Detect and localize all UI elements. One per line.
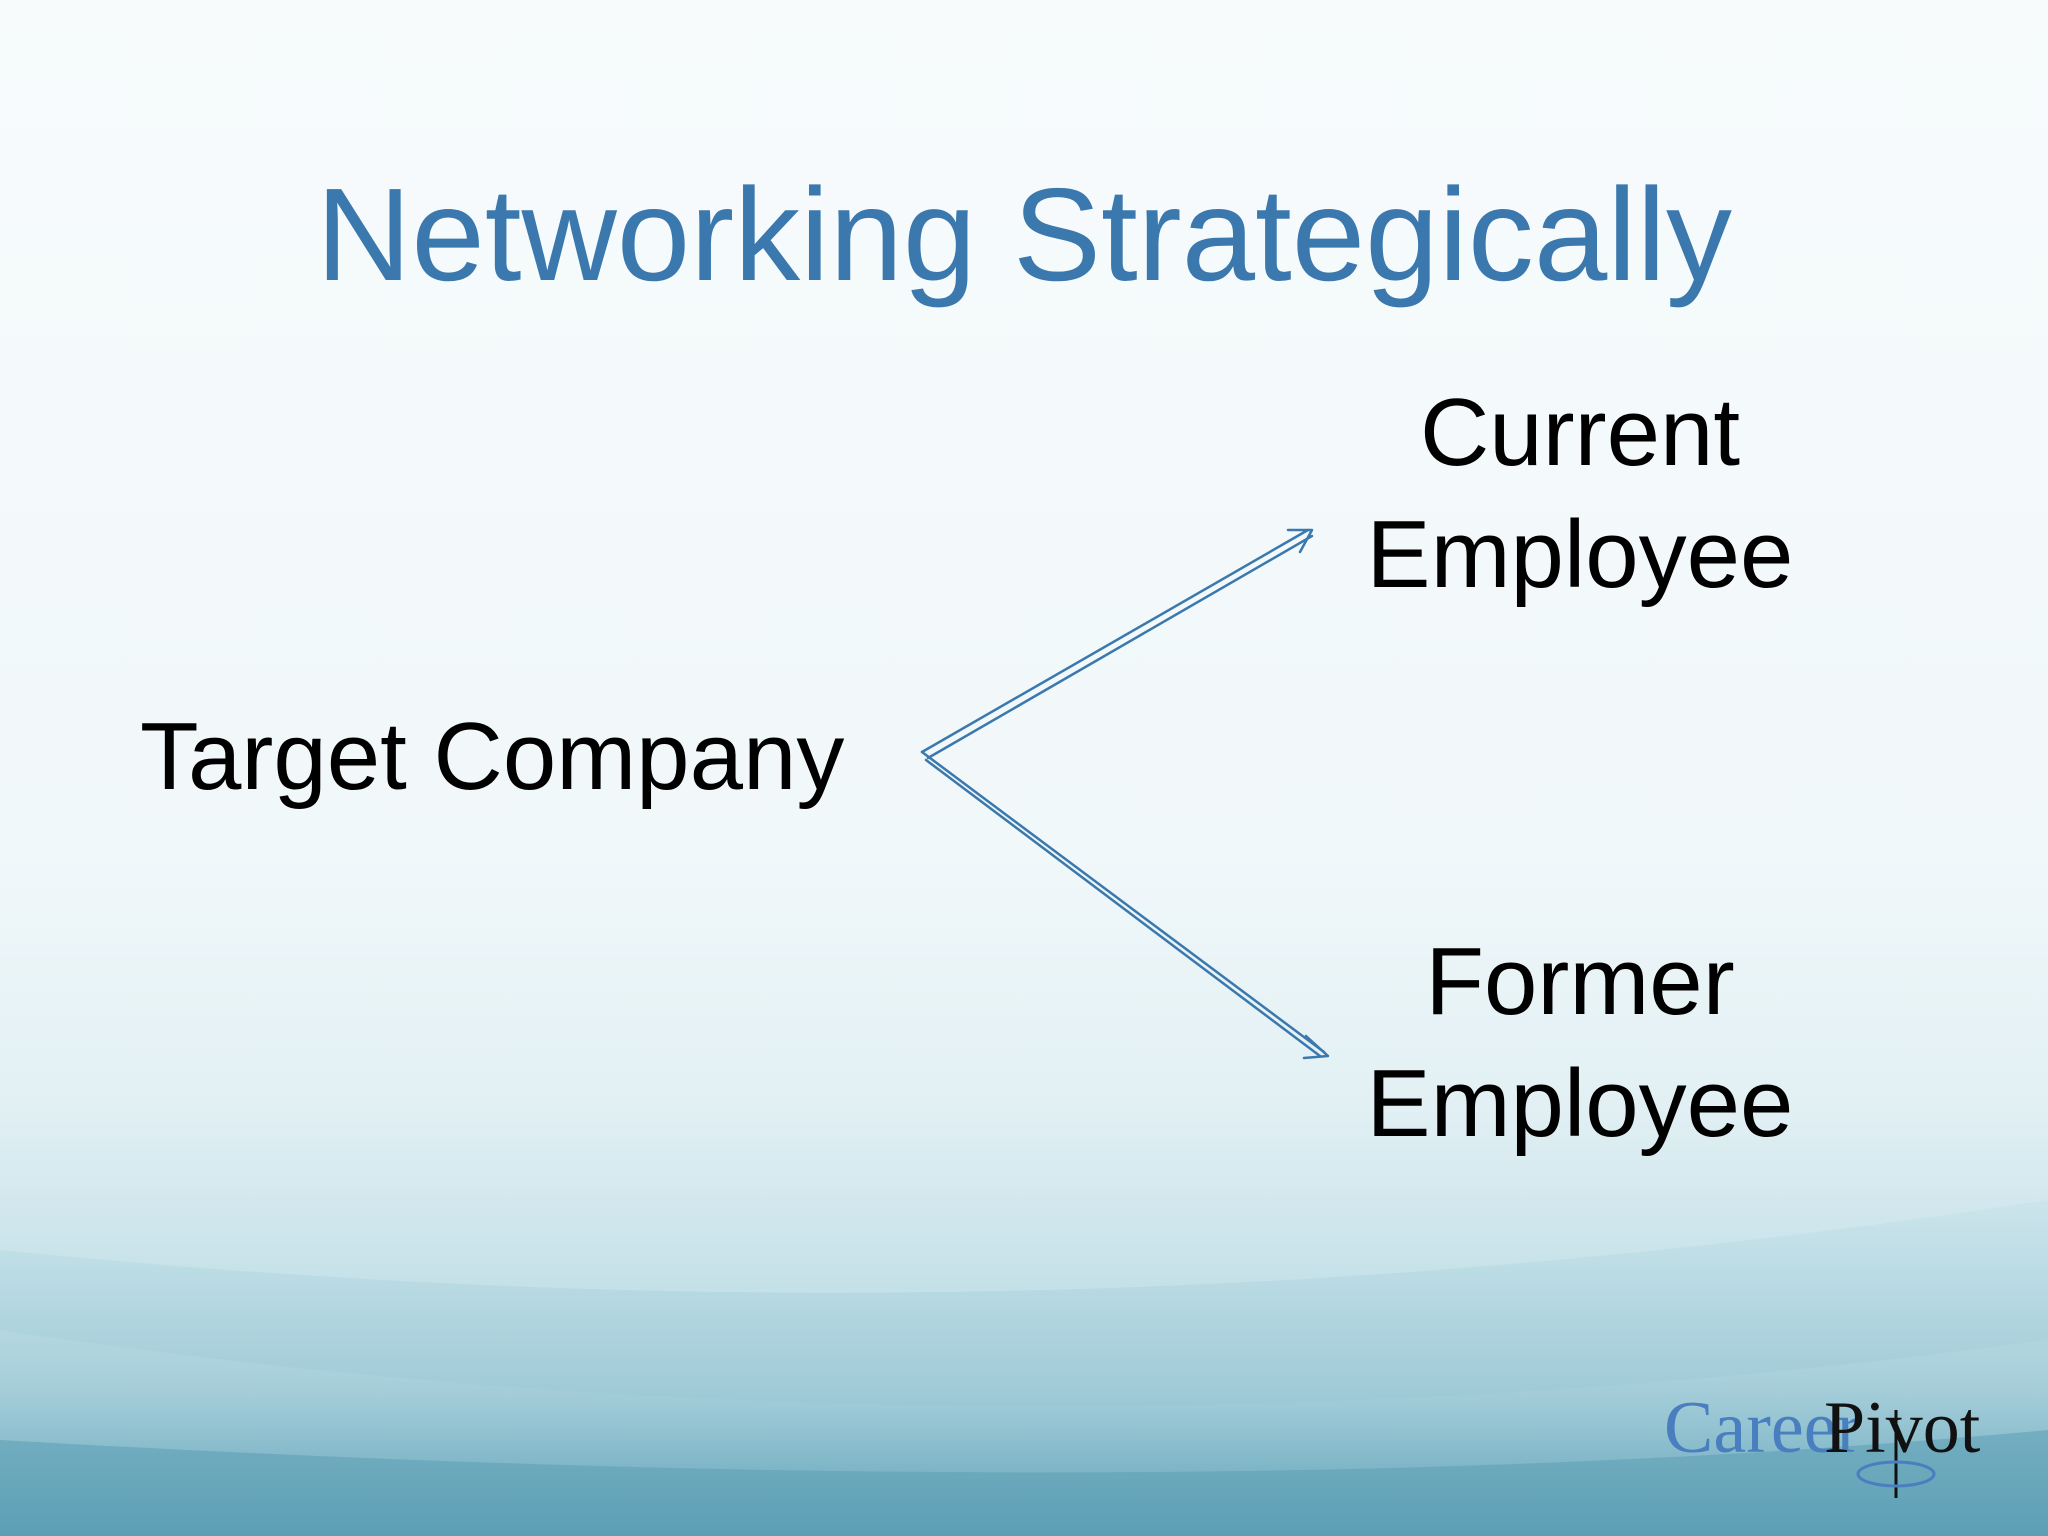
logo-pivot-text: Pivot xyxy=(1824,1387,1981,1469)
node-current-employee-line2: Employee xyxy=(1366,501,1794,608)
logo-career-text: Career xyxy=(1664,1387,1862,1469)
node-target-company: Target Company xyxy=(140,696,900,818)
slide-title: Networking Strategically xyxy=(316,161,1732,308)
arrow-to-current-employee xyxy=(920,528,1314,760)
logo-pivot-mark xyxy=(1856,1410,1936,1498)
node-current-employee-line1: Current xyxy=(1419,379,1741,486)
node-former-employee-line2: Employee xyxy=(1366,1050,1794,1157)
node-current-employee: Current Employee xyxy=(1300,372,1860,616)
careerpivot-logo: Career Pivot xyxy=(1664,1380,2004,1510)
node-target-company-label: Target Company xyxy=(140,703,845,810)
node-former-employee: Former Employee xyxy=(1300,921,1860,1165)
node-former-employee-line1: Former xyxy=(1425,928,1735,1035)
arrow-to-former-employee xyxy=(920,750,1330,1060)
